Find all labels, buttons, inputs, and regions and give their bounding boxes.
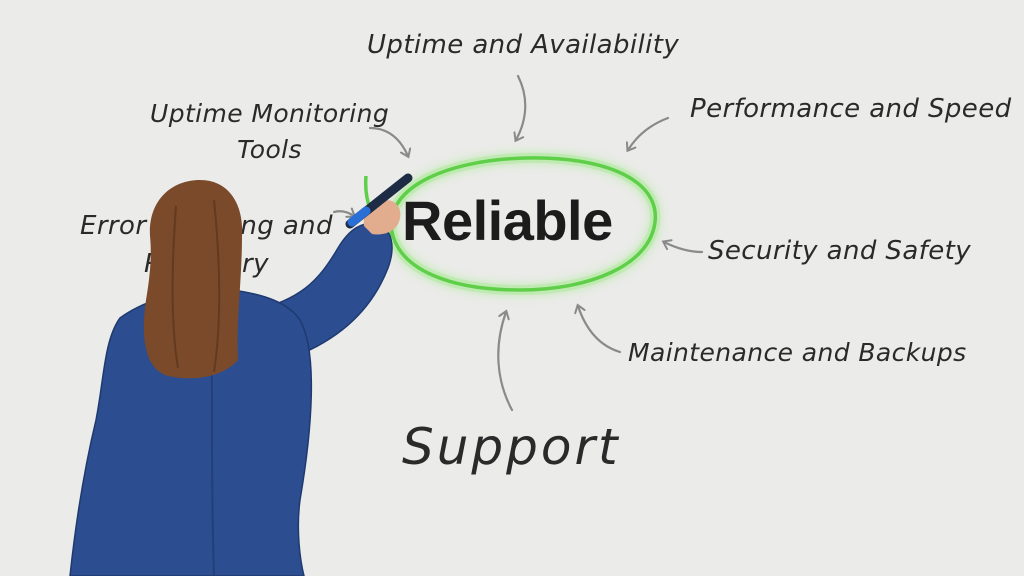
arrow-from-error-handling <box>332 207 357 218</box>
node-monitoring-tools: Uptime Monitoring Tools <box>150 96 389 168</box>
node-monitoring-tools-line-1: Uptime Monitoring <box>150 99 390 128</box>
center-label-reliable: Reliable <box>402 189 613 252</box>
node-error-handling: Error Handling and Recovery <box>80 207 333 283</box>
arrow-from-uptime-availability <box>513 74 527 143</box>
arrow-from-maintenance-backups <box>574 303 622 354</box>
arrow-from-performance-speed <box>625 116 670 153</box>
node-error-handling-line-1: Error Handling and <box>80 211 333 241</box>
node-performance-speed: Performance and Speed <box>690 94 1012 124</box>
arrow-from-support <box>497 309 514 412</box>
node-security-safety: Security and Safety <box>708 236 971 266</box>
arrow-from-monitoring-tools <box>368 126 412 159</box>
node-support: Support <box>402 418 621 476</box>
arrow-from-security-safety <box>661 239 704 254</box>
node-uptime-availability: Uptime and Availability <box>367 30 680 60</box>
node-maintenance-backups: Maintenance and Backups <box>628 338 967 367</box>
node-monitoring-tools-line-2: Tools <box>237 135 302 164</box>
node-error-handling-line-2: Recovery <box>144 249 269 279</box>
